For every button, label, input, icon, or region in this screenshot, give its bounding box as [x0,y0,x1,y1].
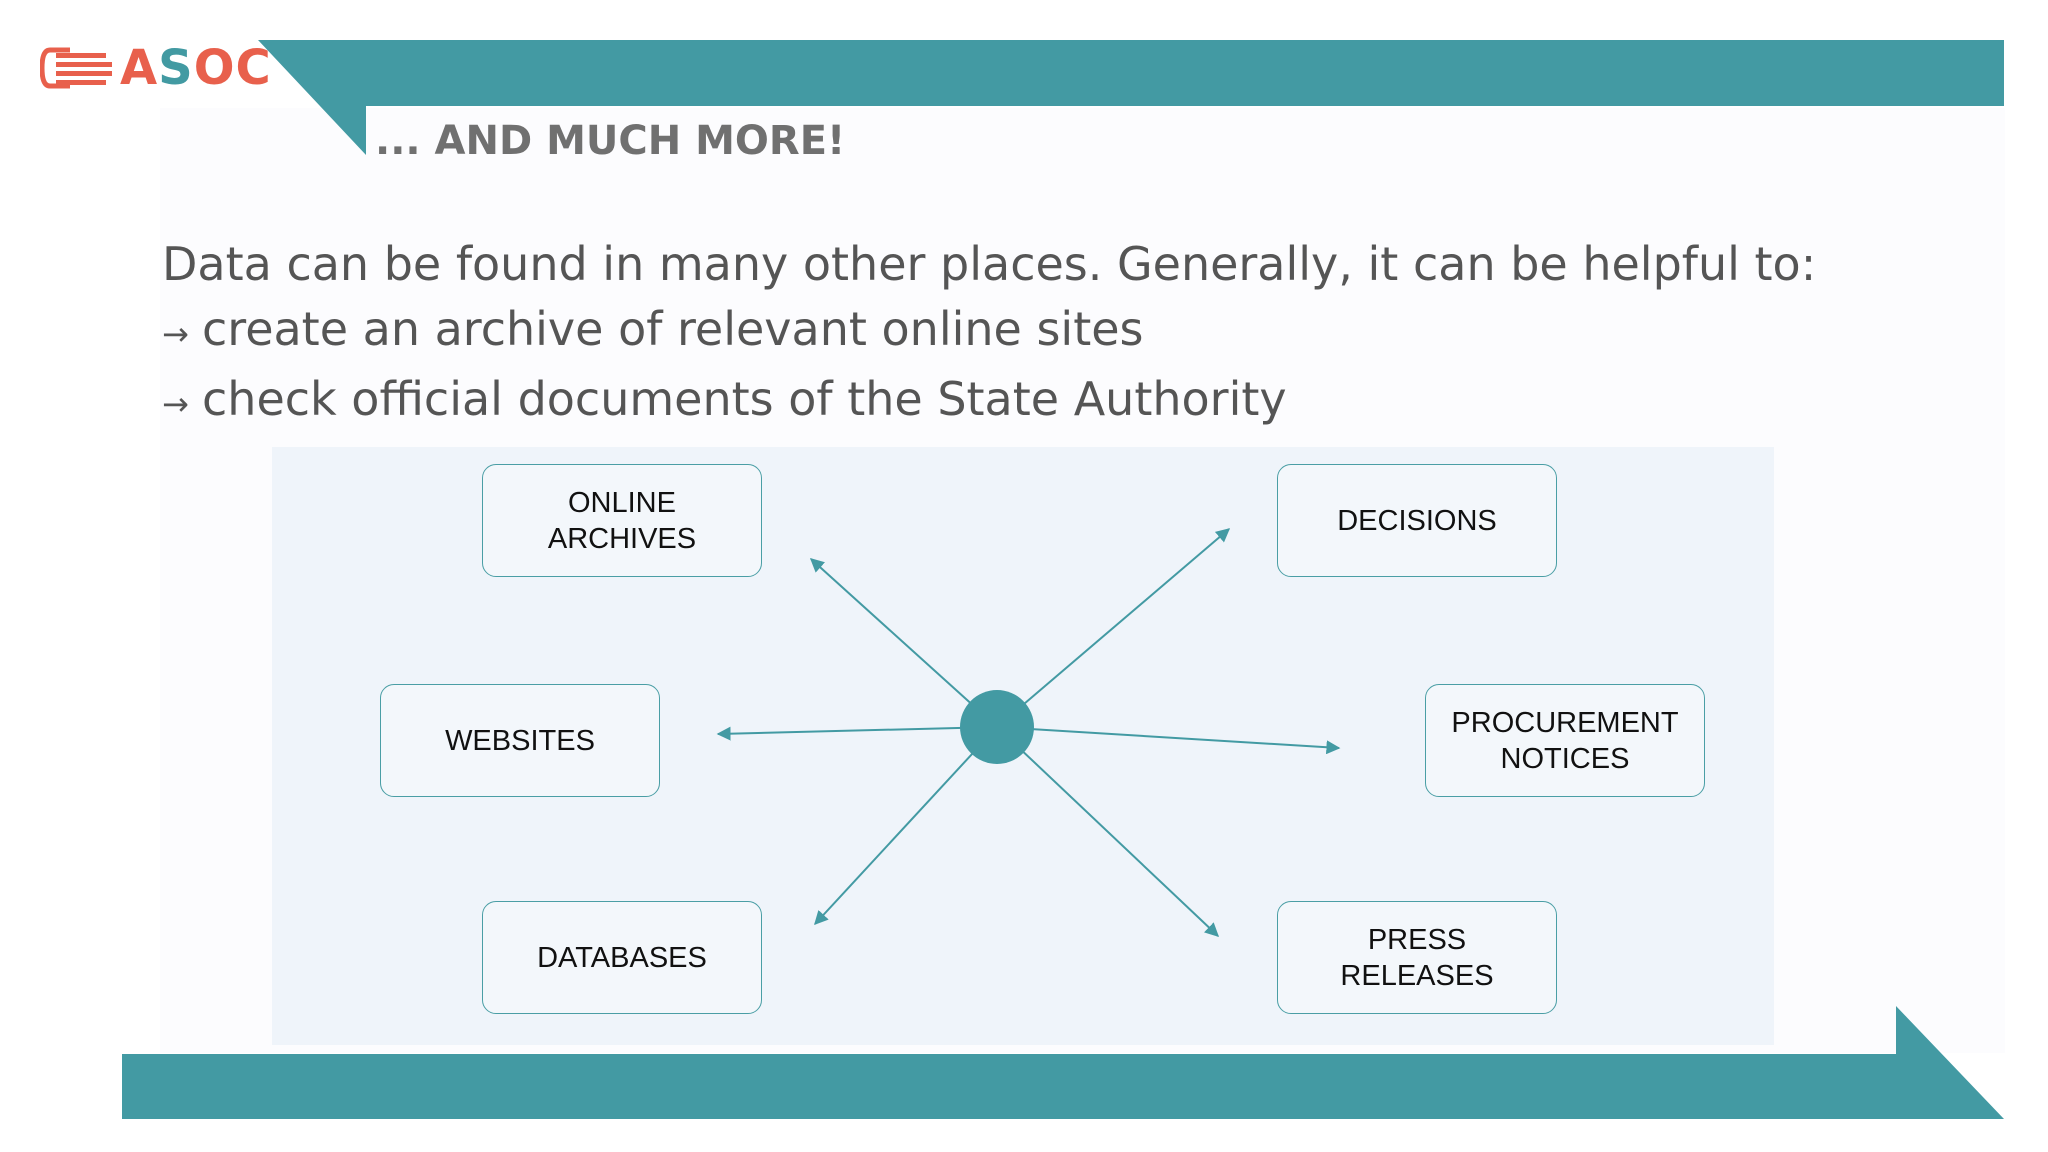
logo: ASOC [40,40,272,96]
section-title: ... AND MUCH MORE! [375,118,846,164]
node-online-archives: ONLINE ARCHIVES [482,464,762,577]
bullet-text: create an archive of relevant online sit… [202,302,1144,356]
bullet-item: → check official documents of the State … [162,367,1816,437]
logo-text: ASOC [120,40,272,96]
arrow-icon: → [162,385,189,423]
bullet-item: → create an archive of relevant online s… [162,297,1816,367]
node-label: PRESS RELEASES [1340,923,1494,992]
node-websites: WEBSITES [380,684,660,797]
bottom-banner [122,1006,2004,1119]
node-label: ONLINE ARCHIVES [547,486,697,555]
node-label: WEBSITES [445,724,595,757]
node-decisions: DECISIONS [1277,464,1557,577]
node-label: DECISIONS [1337,504,1497,537]
node-label: PROCUREMENT NOTICES [1451,706,1679,775]
logo-book-icon [40,47,112,89]
arrow-icon: → [162,315,189,353]
node-procurement-notices: PROCUREMENT NOTICES [1425,684,1705,797]
intro-line: Data can be found in many other places. … [162,237,1817,291]
node-databases: DATABASES [482,901,762,1014]
node-label: DATABASES [537,941,707,974]
intro-text-block: Data can be found in many other places. … [162,232,1816,437]
node-press-releases: PRESS RELEASES [1277,901,1557,1014]
top-banner [258,40,2004,155]
bullet-text: check official documents of the State Au… [202,372,1287,426]
